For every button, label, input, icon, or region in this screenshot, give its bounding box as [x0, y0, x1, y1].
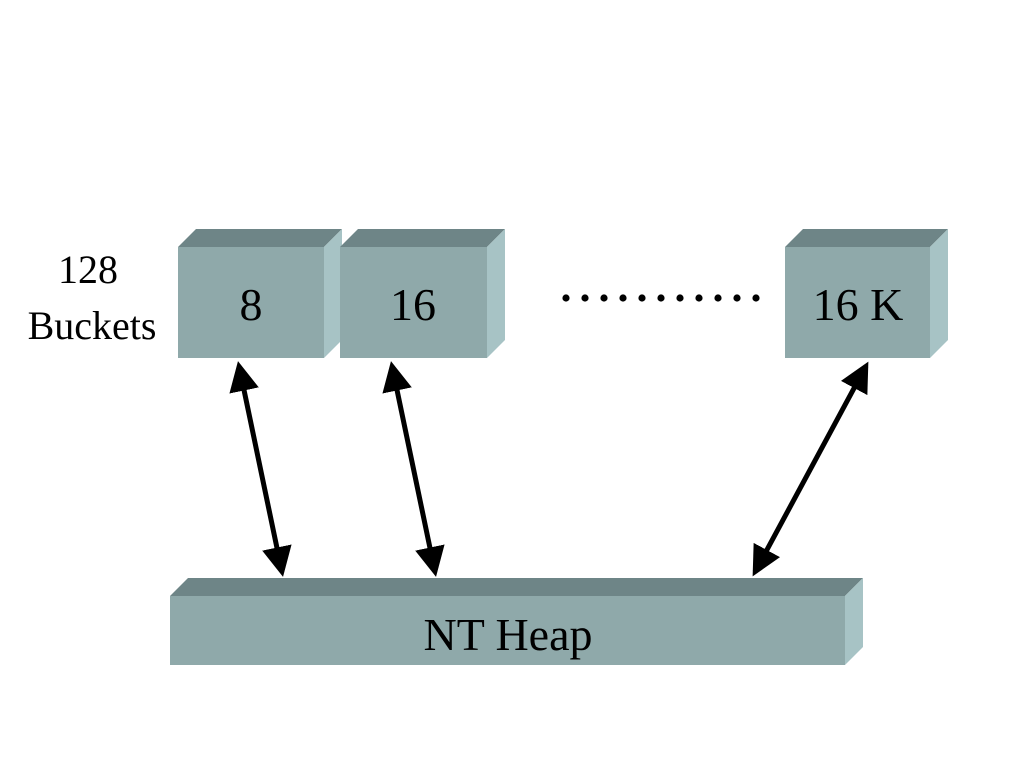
- ellipsis-dot: [676, 294, 684, 302]
- ellipsis-dot: [752, 294, 760, 302]
- ellipsis-dot: [562, 294, 570, 302]
- bucket-box-8-front: [178, 247, 324, 358]
- ellipsis-dot: [733, 294, 741, 302]
- ellipsis-dot: [657, 294, 665, 302]
- nt-heap-bar-top: [170, 578, 863, 596]
- arrow-bucket-16k-heap: [752, 361, 869, 577]
- ellipsis-dot: [581, 294, 589, 302]
- ellipsis-dot: [638, 294, 646, 302]
- bucket-box-8-top: [178, 229, 342, 247]
- bucket-box-16-front: [340, 247, 487, 358]
- ellipsis-dot: [714, 294, 722, 302]
- arrow-bucket-16-heap: [382, 361, 445, 577]
- bucket-box-16: 16: [340, 229, 505, 358]
- ellipsis-dot: [600, 294, 608, 302]
- bucket-label-16k: 16 K: [813, 279, 904, 330]
- bucket-word-label: Buckets: [27, 303, 157, 348]
- bucket-box-16-top: [340, 229, 505, 247]
- bucket-label-16: 16: [390, 279, 436, 330]
- bucket-label-8: 8: [240, 279, 263, 330]
- bucket-count-label: 128: [58, 247, 118, 292]
- nt-heap-bar: NT Heap: [170, 578, 863, 665]
- bucket-box-8-side: [324, 229, 342, 358]
- bucket-box-8: 8: [178, 229, 342, 358]
- bucket-box-16k-top: [785, 229, 948, 247]
- ellipsis-dots: [562, 294, 760, 302]
- nt-heap-bar-front: [170, 596, 845, 665]
- ellipsis-dot: [695, 294, 703, 302]
- arrow-bucket-8-heap: [229, 361, 292, 577]
- bucket-box-16k: 16 K: [785, 229, 948, 358]
- bucket-box-16k-front: [785, 247, 930, 358]
- nt-heap-label: NT Heap: [423, 609, 592, 660]
- nt-heap-bar-side: [845, 578, 863, 665]
- ellipsis-dot: [619, 294, 627, 302]
- bucket-box-16k-side: [930, 229, 948, 358]
- bucket-box-16-side: [487, 229, 505, 358]
